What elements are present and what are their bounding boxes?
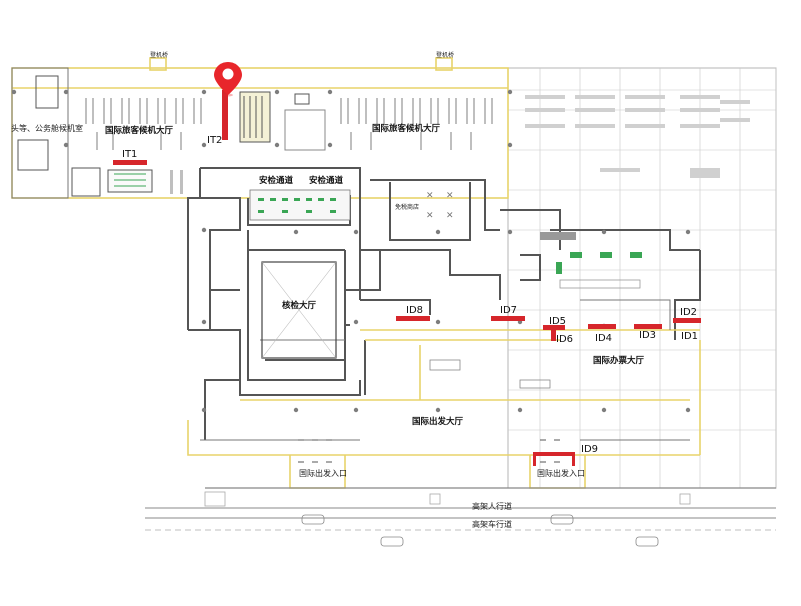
pedestrian-road-label: 高架人行道 bbox=[472, 501, 512, 511]
inspection-hall-box bbox=[261, 261, 337, 359]
counter-id2[interactable] bbox=[673, 318, 701, 323]
entrance-gates bbox=[298, 439, 560, 463]
boarding-bridge-left-label: 登机桥 bbox=[150, 51, 168, 59]
counter-id9-left[interactable] bbox=[533, 452, 536, 466]
counter-id4[interactable] bbox=[588, 324, 616, 329]
counter-label-id7: ID7 bbox=[500, 305, 517, 316]
counter-it1[interactable] bbox=[113, 160, 147, 165]
counter-label-it1: IT1 bbox=[122, 149, 137, 160]
vip-room-label: 头等、公务舱候机室 bbox=[11, 123, 83, 133]
security-lanes bbox=[249, 189, 351, 221]
vip-room-block bbox=[11, 67, 153, 199]
counter-id9-right[interactable] bbox=[572, 452, 575, 466]
security-channel-right-label: 安检通道 bbox=[309, 175, 344, 186]
security-channel-left-label: 安检通道 bbox=[259, 175, 294, 186]
counter-label-id9: ID9 bbox=[581, 444, 598, 455]
counter-label-id5: ID5 bbox=[549, 316, 566, 327]
counter-label-id4: ID4 bbox=[595, 333, 612, 344]
counter-it2[interactable] bbox=[222, 90, 228, 140]
svg-text:✕: ✕ bbox=[426, 211, 434, 221]
counter-id8[interactable] bbox=[396, 316, 430, 321]
elevated-roads bbox=[145, 487, 776, 531]
central-stair-block bbox=[239, 91, 326, 151]
ticket-hall-outline bbox=[360, 299, 700, 400]
location-pin-icon[interactable] bbox=[214, 62, 242, 97]
waiting-seats-left bbox=[85, 98, 202, 194]
intl-waiting-hall-right-label: 国际旅客候机大厅 bbox=[372, 123, 441, 134]
vehicle-road-label: 高架车行道 bbox=[472, 519, 512, 529]
counter-label-id2: ID2 bbox=[680, 307, 697, 318]
counter-id3[interactable] bbox=[634, 324, 662, 329]
main-walls bbox=[187, 167, 701, 440]
svg-text:✕: ✕ bbox=[446, 191, 454, 201]
counter-label-id8: ID8 bbox=[406, 305, 423, 316]
departure-hall-label: 国际出发大厅 bbox=[412, 416, 464, 427]
duty-free-label: 免税商店 bbox=[395, 203, 419, 211]
counter-label-id3: ID3 bbox=[639, 330, 656, 341]
inspection-hall-label: 核检大厅 bbox=[282, 300, 317, 311]
check-in-counters bbox=[113, 90, 701, 466]
departure-entrance-left-label: 国际出发入口 bbox=[299, 468, 347, 478]
departure-entrance-right-label: 国际出发入口 bbox=[537, 468, 585, 478]
counter-label-id6: ID6 bbox=[556, 334, 573, 345]
ticket-hall-label: 国际办票大厅 bbox=[593, 355, 645, 366]
ticket-hall-fixtures bbox=[429, 232, 642, 389]
counter-id6[interactable] bbox=[551, 325, 556, 341]
counter-label-it2: IT2 bbox=[207, 135, 222, 146]
waiting-seats-right bbox=[340, 98, 493, 150]
duty-free-fixtures: ✕ ✕ ✕ ✕ bbox=[426, 191, 454, 221]
counter-id7[interactable] bbox=[491, 316, 525, 321]
counter-id9-top[interactable] bbox=[533, 452, 575, 456]
vehicles bbox=[301, 514, 659, 547]
svg-text:✕: ✕ bbox=[426, 191, 434, 201]
boarding-bridge-right-label: 登机桥 bbox=[436, 51, 454, 59]
counter-label-id1: ID1 bbox=[681, 331, 698, 342]
structural-columns bbox=[11, 89, 691, 413]
adjacent-building-grid bbox=[507, 67, 777, 489]
intl-waiting-hall-left-label: 国际旅客候机大厅 bbox=[105, 125, 174, 136]
svg-text:✕: ✕ bbox=[446, 211, 454, 221]
